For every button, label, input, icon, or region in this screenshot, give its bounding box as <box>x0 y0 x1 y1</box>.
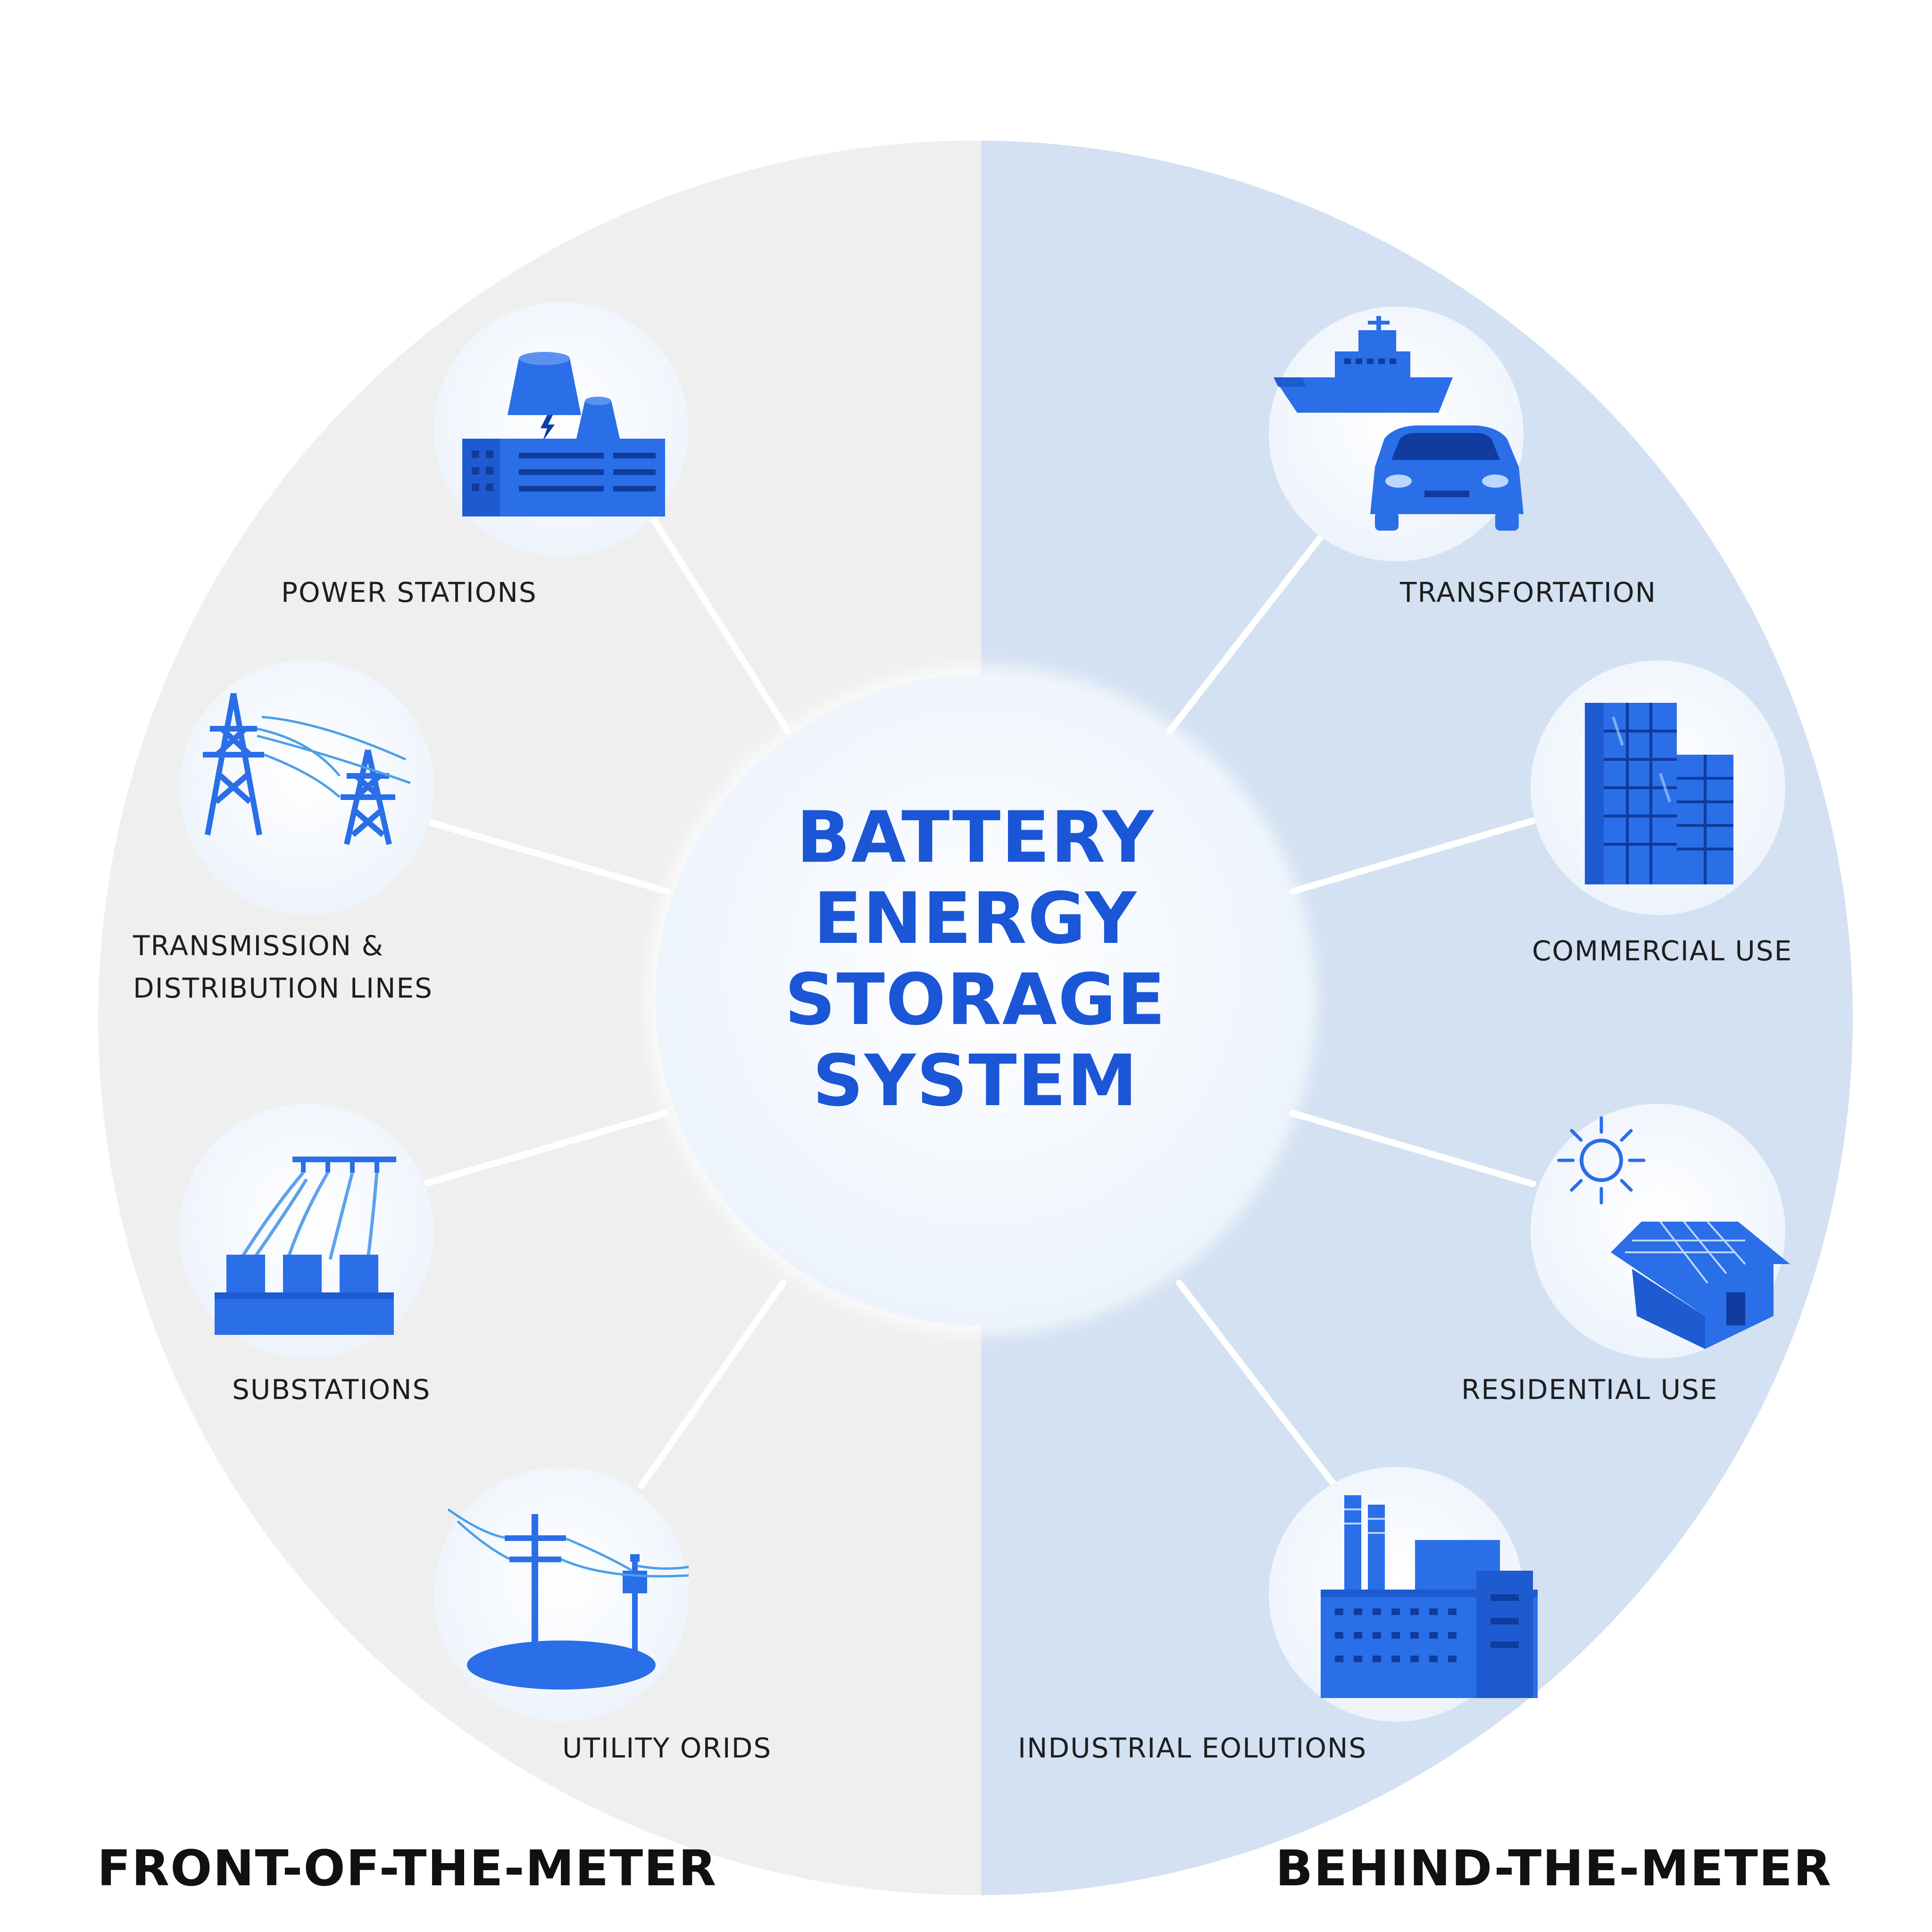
label-transmission-distribution: TRANSMISSION & DISTRIBUTION LINES <box>133 924 433 1009</box>
transmission-tower-icon <box>203 692 411 845</box>
substation-icon <box>215 1157 396 1335</box>
behind-the-meter-title: BEHIND-THE-METER <box>1275 1840 1832 1897</box>
label-transportation: TRANSFORTATION <box>1400 576 1657 608</box>
label-commercial-use: COMMERCIAL USE <box>1532 935 1793 967</box>
factory-icon <box>1321 1495 1538 1698</box>
center-title-line-1: BATTERY <box>796 797 1155 879</box>
connector-utility-grids <box>638 1280 786 1489</box>
center-title-line-3: STORAGE <box>784 959 1166 1041</box>
label-residential-use: RESIDENTIAL USE <box>1461 1374 1718 1406</box>
utility-pole-icon <box>447 1508 689 1690</box>
label-power-stations: POWER STATIONS <box>281 576 537 608</box>
front-of-the-meter-title: FRONT-OF-THE-METER <box>97 1840 717 1897</box>
connector-transmission <box>421 817 671 895</box>
label-substations: SUBSTATIONS <box>232 1374 431 1406</box>
office-building-icon <box>1585 703 1733 884</box>
ship-and-car-icon <box>1274 316 1524 531</box>
node-power-stations <box>434 302 689 557</box>
center-title-line-4: SYSTEM <box>812 1040 1139 1122</box>
connector-commercial <box>1289 817 1536 895</box>
label-utility-grids: UTILITY ORIDS <box>562 1732 772 1764</box>
power-station-icon <box>462 352 665 516</box>
connector-transportation <box>1166 516 1338 734</box>
node-transmission <box>179 660 434 915</box>
connector-substations <box>421 1110 668 1187</box>
connector-industrial <box>1176 1280 1338 1489</box>
label-transmission-line-1: TRANSMISSION & <box>133 930 384 962</box>
connector-residential <box>1289 1110 1536 1187</box>
center-title-line-2: ENERGY <box>813 878 1138 960</box>
center-title: BATTERY ENERGY STORAGE SYSTEM <box>645 797 1306 1122</box>
label-industrial-solutions: INDUSTRIAL EOLUTIONS <box>1018 1732 1367 1764</box>
solar-house-icon <box>1557 1116 1790 1349</box>
label-transmission-line-2: DISTRIBUTION LINES <box>133 972 433 1004</box>
connector-lines <box>421 516 1536 1489</box>
center-circle <box>656 675 1307 1325</box>
connector-power-stations <box>650 516 791 734</box>
